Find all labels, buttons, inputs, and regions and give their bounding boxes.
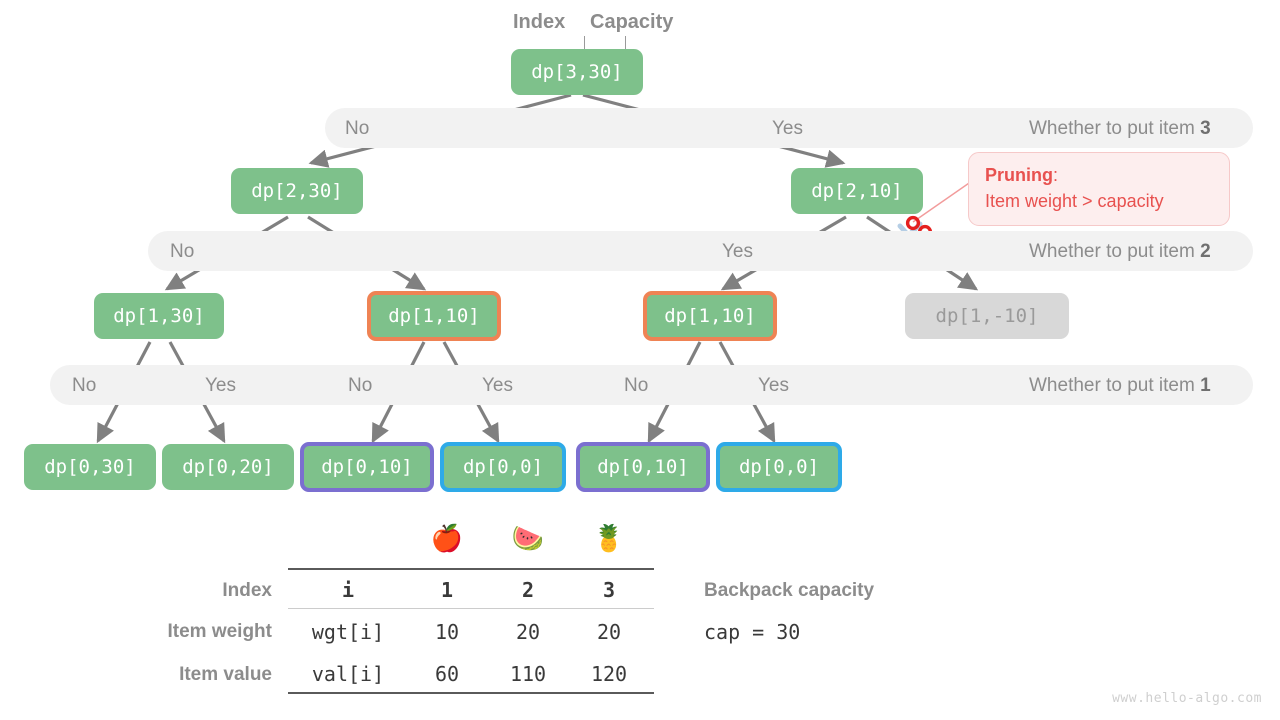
tree-leaf-dp-0-10-right[interactable]: dp[0,10] (576, 442, 710, 492)
decision-band-item-1 (50, 365, 1253, 405)
table-rule-mid (288, 608, 654, 609)
band-1-choice-yes-2: Yes (482, 375, 513, 396)
band-3-right-text: Whether to put item (1029, 118, 1201, 139)
band-1-choice-no-3: No (624, 375, 649, 396)
decision-band-item-3 (325, 108, 1253, 148)
band-3-right-item: 3 (1200, 118, 1211, 139)
band-2-right-text: Whether to put item (1029, 241, 1201, 262)
band-1-choice-yes-3: Yes (758, 375, 789, 396)
table-row-label-item-weight: Item weight (167, 621, 272, 642)
tree-leaf-dp-0-30[interactable]: dp[0,30] (24, 444, 156, 490)
apple-icon: 🍎 (430, 523, 464, 553)
table-cell-index-1: 1 (440, 578, 454, 602)
table-cell-value-3: 120 (590, 662, 628, 686)
band-1-choice-no-1: No (72, 375, 97, 396)
watermelon-icon: 🍉 (511, 523, 545, 553)
capacity-tick (625, 36, 626, 54)
band-2-right-item: 2 (1200, 241, 1211, 262)
table-row-label-item-value: Item value (179, 664, 272, 685)
pruning-callout: Pruning: Item weight > capacity (968, 152, 1230, 227)
table-cell-name-wgt: wgt[i] (311, 620, 385, 644)
table-cell-index-3: 3 (602, 578, 616, 602)
pruning-heading: Pruning (985, 165, 1053, 185)
table-cell-name-val: val[i] (311, 662, 385, 686)
band-1-right-item: 1 (1200, 375, 1211, 396)
backpack-capacity-value: cap = 30 (704, 620, 801, 644)
band-2-choice-yes: Yes (722, 241, 753, 262)
table-cell-weight-1: 10 (434, 620, 460, 644)
band-2-right-label: Whether to put item 2 (1029, 242, 1211, 261)
table-cell-value-1: 60 (434, 662, 460, 686)
band-3-right-label: Whether to put item 3 (1029, 119, 1211, 138)
tree-node-dp-2-30[interactable]: dp[2,30] (231, 168, 363, 214)
tree-leaf-dp-0-0-right[interactable]: dp[0,0] (716, 442, 842, 492)
tree-node-dp-1-neg10[interactable]: dp[1,-10] (905, 293, 1069, 339)
pruning-heading-suffix: : (1053, 165, 1059, 185)
tree-node-dp-1-10-left[interactable]: dp[1,10] (367, 291, 501, 341)
decision-band-item-2 (148, 231, 1253, 271)
pruning-detail: Item weight > capacity (985, 191, 1164, 212)
tree-leaf-dp-0-20[interactable]: dp[0,20] (162, 444, 294, 490)
table-rule-top (288, 568, 654, 570)
table-cell-weight-2: 20 (515, 620, 541, 644)
band-1-right-label: Whether to put item 1 (1029, 376, 1211, 395)
table-row-label-index: Index (222, 580, 272, 601)
backpack-capacity-title: Backpack capacity (704, 580, 875, 601)
band-1-choice-yes-1: Yes (205, 375, 236, 396)
table-cell-value-2: 110 (509, 662, 547, 686)
table-rule-bottom (288, 692, 654, 694)
tree-leaf-dp-0-10-left[interactable]: dp[0,10] (300, 442, 434, 492)
band-1-right-text: Whether to put item (1029, 375, 1201, 396)
tree-node-dp-2-10[interactable]: dp[2,10] (791, 168, 923, 214)
tree-leaf-dp-0-0-left[interactable]: dp[0,0] (440, 442, 566, 492)
tree-node-dp-1-10-right[interactable]: dp[1,10] (643, 291, 777, 341)
table-cell-weight-3: 20 (596, 620, 622, 644)
pruning-heading-line: Pruning: (985, 162, 1213, 188)
band-1-choice-no-2: No (348, 375, 373, 396)
index-label: Index (513, 11, 566, 33)
watermark: www.hello-algo.com (1112, 691, 1262, 706)
table-cell-name-i: i (341, 578, 355, 602)
capacity-label: Capacity (590, 11, 674, 33)
table-cell-index-2: 2 (521, 578, 535, 602)
index-tick (584, 36, 585, 54)
pineapple-icon: 🍍 (592, 523, 626, 553)
band-3-choice-no: No (345, 118, 370, 139)
tree-node-dp-3-30[interactable]: dp[3,30] (511, 49, 643, 95)
tree-node-dp-1-30[interactable]: dp[1,30] (94, 293, 224, 339)
band-2-choice-no: No (170, 241, 195, 262)
band-3-choice-yes: Yes (772, 118, 803, 139)
